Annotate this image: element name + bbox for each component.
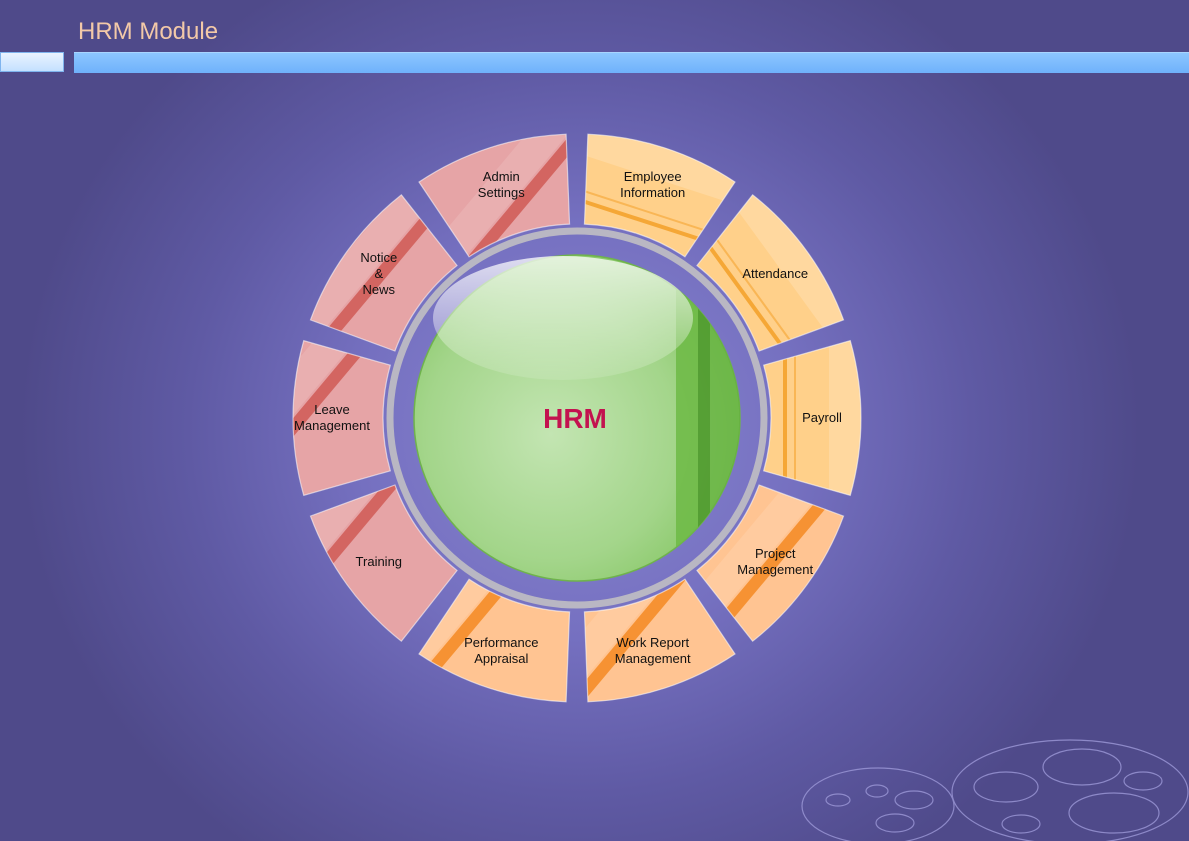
segment-label-line: Management <box>294 418 370 433</box>
segment-label-line: News <box>363 282 396 297</box>
page-title: HRM Module <box>78 18 219 45</box>
segment-attendance[interactable]: Attendance <box>696 174 866 362</box>
segment-payroll[interactable]: Payroll <box>762 328 869 508</box>
segment-shape <box>419 579 570 702</box>
segment-stripe <box>696 484 829 642</box>
segment-label-line: Management <box>737 562 813 577</box>
header-bar <box>74 52 1189 73</box>
segment-label: Notice&News <box>360 250 397 297</box>
segment-outline <box>762 339 862 497</box>
segment-shape <box>584 579 735 702</box>
hub-border-ring <box>386 227 768 609</box>
segment-outline <box>418 133 571 258</box>
segment-label-line: Performance <box>464 635 538 650</box>
segment-label-line: Admin <box>483 169 520 184</box>
segment-outline <box>309 484 458 643</box>
segment-label-line: Appraisal <box>474 651 528 666</box>
segment-stripe <box>435 134 570 257</box>
segment-label-line: Notice <box>360 250 397 265</box>
segment-label: Payroll <box>802 410 842 425</box>
header-bar-left <box>0 52 64 72</box>
segment-shape <box>763 340 861 496</box>
segment-outline <box>583 578 736 703</box>
hub-label: HRM <box>543 403 607 434</box>
segment-label-line: & <box>374 266 383 281</box>
segment-shape <box>584 134 735 257</box>
segment-outline <box>696 484 845 643</box>
segment-label: Attendance <box>742 266 808 281</box>
segment-stripe <box>293 340 391 472</box>
segment-outline <box>583 133 736 258</box>
segment-label-line: Management <box>615 651 691 666</box>
segment-label-line: Employee <box>624 169 682 184</box>
segment-label: Training <box>356 554 402 569</box>
segment-outline <box>292 339 392 497</box>
segment-label-line: Attendance <box>742 266 808 281</box>
segment-notice-news[interactable]: Notice&News <box>300 125 490 352</box>
segment-label-line: Project <box>755 546 796 561</box>
segment-outline <box>696 193 845 352</box>
segment-label-line: Leave <box>314 402 349 417</box>
hub-circle[interactable]: HRM <box>413 250 750 590</box>
segment-shape <box>419 134 570 257</box>
segment-stripe <box>310 194 458 339</box>
segment-shape <box>293 340 391 496</box>
decorative-circles <box>801 739 1189 841</box>
segment-label-line: Information <box>620 185 685 200</box>
segment-label-line: Work Report <box>616 635 689 650</box>
segment-outline <box>309 193 458 352</box>
segment-shape <box>696 194 844 352</box>
segment-label-line: Training <box>356 554 402 569</box>
segment-shape <box>310 484 458 642</box>
segment-outline <box>418 578 571 703</box>
segment-label-line: Payroll <box>802 410 842 425</box>
segment-label-line: Settings <box>478 185 525 200</box>
segment-stripe <box>696 194 844 352</box>
